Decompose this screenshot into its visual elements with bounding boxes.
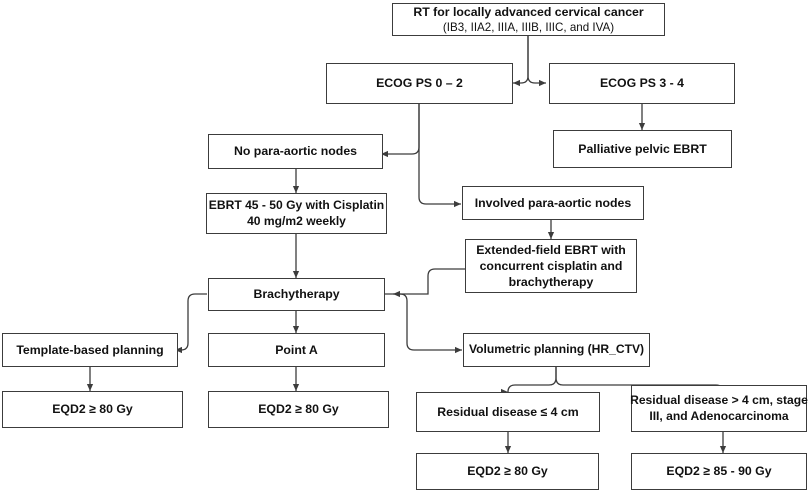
node-extended-field-ebrt[interactable]: Extended-field EBRT with concurrent cisp…	[465, 239, 637, 293]
node-involved-para-aortic-nodes-label: Involved para-aortic nodes	[474, 195, 632, 210]
node-eqd2-point-a-label: EQD2 ≥ 80 Gy	[258, 402, 339, 417]
node-residual-disease-gt-4cm[interactable]: Residual disease > 4 cm, stage III, and …	[630, 385, 808, 432]
edge-root-to-ecog02	[513, 36, 529, 87]
node-extended-field-ebrt-line2: concurrent cisplatin and	[479, 258, 623, 273]
node-ecog-ps-3-4[interactable]: ECOG PS 3 - 4	[549, 63, 735, 104]
edge-root-to-ecog34	[527, 36, 546, 87]
node-ecog-ps-0-2-label: ECOG PS 0 – 2	[376, 76, 463, 91]
node-eqd2-point-a[interactable]: EQD2 ≥ 80 Gy	[208, 391, 389, 428]
node-brachytherapy[interactable]: Brachytherapy	[208, 278, 385, 311]
edge-extfield-to-brachy	[393, 268, 465, 298]
edge-volumetric-to-resle4	[504, 367, 557, 393]
node-ecog-ps-3-4-label: ECOG PS 3 - 4	[599, 76, 685, 91]
node-template-based-planning-label: Template-based planning	[16, 342, 164, 357]
node-brachytherapy-label: Brachytherapy	[253, 287, 340, 302]
edge-ecog02-to-nopara	[381, 104, 420, 158]
edge-ecog02-to-involved	[418, 104, 461, 208]
node-residual-disease-le-4cm-label: Residual disease ≤ 4 cm	[437, 404, 579, 419]
node-residual-disease-le-4cm[interactable]: Residual disease ≤ 4 cm	[416, 392, 600, 432]
node-root-title: RT for locally advanced cervical cancer	[413, 4, 644, 19]
node-eqd2-residual-le-label: EQD2 ≥ 80 Gy	[467, 464, 548, 479]
node-palliative-pelvic-ebrt-label: Palliative pelvic EBRT	[578, 141, 707, 156]
node-eqd2-residual-gt-label: EQD2 ≥ 85 - 90 Gy	[666, 464, 772, 479]
node-palliative-pelvic-ebrt[interactable]: Palliative pelvic EBRT	[553, 130, 732, 168]
node-template-based-planning[interactable]: Template-based planning	[2, 333, 178, 367]
node-no-para-aortic-nodes[interactable]: No para-aortic nodes	[208, 134, 383, 169]
node-extended-field-ebrt-line1: Extended-field EBRT with	[476, 242, 626, 257]
edge-brachy-to-template	[175, 293, 207, 354]
node-point-a-label: Point A	[275, 342, 318, 357]
node-no-para-aortic-nodes-label: No para-aortic nodes	[234, 144, 357, 159]
node-eqd2-residual-le[interactable]: EQD2 ≥ 80 Gy	[416, 453, 599, 490]
node-root[interactable]: RT for locally advanced cervical cancer …	[392, 3, 665, 36]
node-volumetric-planning[interactable]: Volumetric planning (HR_CTV)	[463, 333, 650, 367]
node-extended-field-ebrt-line3: brachytherapy	[508, 275, 594, 290]
node-ecog-ps-0-2[interactable]: ECOG PS 0 – 2	[326, 63, 513, 104]
node-ebrt-cisplatin-line2: 40 mg/m2 weekly	[247, 213, 346, 228]
node-eqd2-residual-gt[interactable]: EQD2 ≥ 85 - 90 Gy	[631, 453, 807, 490]
node-residual-disease-gt-4cm-line1: Residual disease > 4 cm, stage	[630, 392, 808, 407]
node-eqd2-template-label: EQD2 ≥ 80 Gy	[52, 402, 133, 417]
node-involved-para-aortic-nodes[interactable]: Involved para-aortic nodes	[462, 186, 644, 220]
node-ebrt-cisplatin[interactable]: EBRT 45 - 50 Gy with Cisplatin 40 mg/m2 …	[206, 193, 387, 234]
node-residual-disease-gt-4cm-line2: III, and Adenocarcinoma	[649, 408, 789, 423]
node-ebrt-cisplatin-line1: EBRT 45 - 50 Gy with Cisplatin	[208, 197, 385, 212]
edge-brachy-to-volumetric	[385, 293, 462, 354]
node-root-subtitle: (IB3, IIA2, IIIA, IIIB, IIIC, and IVA)	[442, 20, 615, 34]
node-volumetric-planning-label: Volumetric planning (HR_CTV)	[468, 342, 645, 357]
node-point-a[interactable]: Point A	[208, 333, 385, 367]
node-eqd2-template[interactable]: EQD2 ≥ 80 Gy	[2, 391, 183, 428]
